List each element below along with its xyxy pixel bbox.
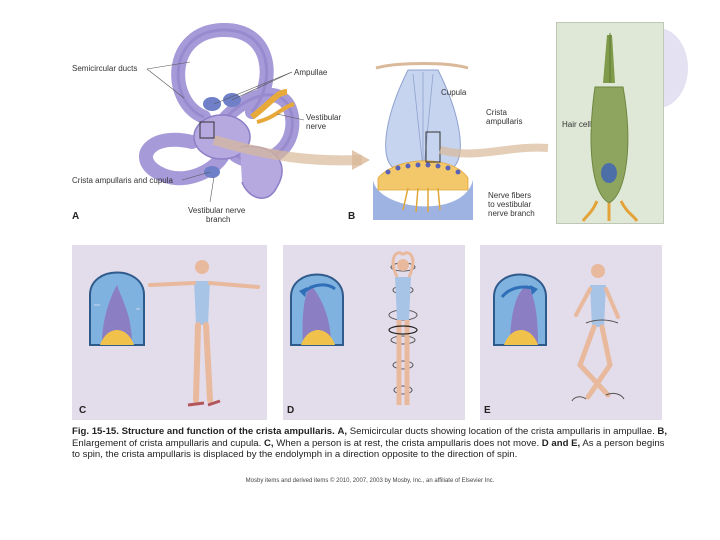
- caption-a-label: A,: [337, 426, 348, 437]
- figure-caption: Fig. 15-15. Structure and function of th…: [72, 426, 668, 461]
- label-crista-line2: ampullaris: [486, 117, 523, 126]
- caption-b-text: Enlargement of crista ampullaris and cup…: [72, 437, 264, 449]
- panel-d-letter: D: [287, 405, 295, 416]
- dancer-spinning-drawing: [290, 251, 418, 405]
- label-cupula: Cupula: [441, 88, 467, 97]
- label-nerve-fibers-line2: to vestibular: [488, 200, 532, 209]
- caption-de-label: D and E,: [541, 437, 581, 449]
- copyright-credit: Mosby items and derived items © 2010, 20…: [245, 478, 495, 484]
- panel-e-illustration: [480, 245, 662, 420]
- caption-b-label: B,: [657, 426, 668, 437]
- label-vestibular-branch-line2: branch: [206, 215, 231, 224]
- hair-cell-drawing: [581, 33, 639, 222]
- panel-b-letter: B: [348, 211, 356, 222]
- label-vestibular-branch-line1: Vestibular nerve: [188, 206, 246, 215]
- panel-d-illustration: [283, 245, 465, 420]
- label-crista-and-cupula: Crista ampullaris and cupula: [72, 176, 173, 185]
- panel-e-letter: E: [484, 405, 491, 416]
- panel-a-illustration: [72, 22, 372, 226]
- inner-ear-drawing: [139, 22, 370, 203]
- panel-c-illustration: [72, 245, 267, 420]
- caption-c-text: When a person is at rest, the crista amp…: [273, 437, 542, 449]
- crista-enlargement-drawing: [373, 62, 549, 220]
- label-nerve-fibers-line3: nerve branch: [488, 209, 535, 218]
- label-crista-line1: Crista: [486, 108, 507, 117]
- label-hair-cell: Hair cell: [562, 120, 591, 129]
- caption-title: Fig. 15-15. Structure and function of th…: [72, 426, 335, 437]
- caption-de-text: As a person begins to spin, the crista a…: [72, 437, 665, 461]
- label-nerve-fibers-line1: Nerve fibers: [488, 191, 532, 200]
- dancer-turning-drawing: [493, 264, 625, 402]
- caption-a-text: Semicircular ducts showing location of t…: [347, 426, 658, 437]
- label-ampullae: Ampullae: [294, 68, 328, 77]
- panel-b-illustration: [368, 60, 558, 220]
- label-vestibular-nerve-line1: Vestibular: [306, 113, 342, 122]
- panel-a-letter: A: [72, 211, 80, 222]
- panel-c-letter: C: [79, 405, 87, 416]
- caption-c-label: C,: [263, 437, 274, 449]
- label-semicircular-ducts: Semicircular ducts: [72, 64, 138, 73]
- label-vestibular-nerve-line2: nerve: [306, 122, 327, 131]
- dancer-at-rest-drawing: [89, 260, 260, 407]
